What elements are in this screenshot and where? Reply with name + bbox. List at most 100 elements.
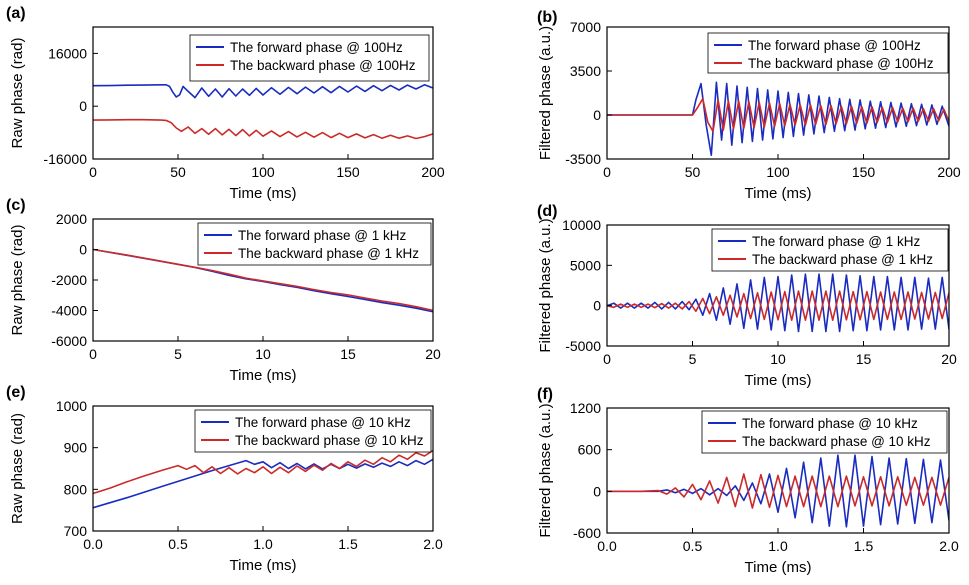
x-tick-label-d: 20	[941, 351, 957, 367]
legend-label-a-1: The backward phase @ 100Hz	[230, 58, 416, 73]
y-tick-label-f: 1200	[570, 400, 601, 416]
y-tick-label-c: -2000	[51, 272, 87, 288]
x-tick-label-b: 200	[937, 164, 961, 180]
x-tick-label-c: 0	[89, 346, 97, 362]
panel-letter-b: (b)	[537, 9, 557, 26]
y-tick-label-b: 3500	[570, 63, 601, 79]
series-line-d-forward	[607, 273, 949, 333]
x-axis-label-d: Time (ms)	[745, 372, 812, 389]
x-tick-label-a: 0	[89, 164, 97, 180]
panel-letter-d: (d)	[537, 203, 557, 220]
y-tick-label-b: 0	[593, 107, 601, 123]
x-tick-label-f: 0.5	[683, 538, 703, 554]
y-tick-label-f: -600	[573, 525, 601, 541]
y-axis-label-a: Raw phase (rad)	[9, 38, 26, 149]
legend-box-b	[707, 32, 949, 74]
x-tick-label-d: 10	[770, 351, 786, 367]
legend-label-d-0: The forward phase @ 1 kHz	[752, 234, 921, 249]
y-tick-label-a: 0	[79, 98, 87, 114]
x-axis-label-a: Time (ms)	[230, 185, 297, 202]
x-tick-label-e: 1.0	[253, 536, 273, 552]
legend-label-f-1: The backward phase @ 10 kHz	[742, 434, 931, 449]
x-axis-label-c: Time (ms)	[230, 367, 297, 384]
y-tick-label-c: -4000	[51, 303, 87, 319]
legend-label-a-0: The forward phase @ 100Hz	[230, 40, 403, 55]
series-line-b-forward	[607, 81, 949, 156]
y-tick-label-b: 7000	[570, 19, 601, 35]
x-tick-label-a: 150	[336, 164, 360, 180]
legend-label-b-1: The backward phase @ 100Hz	[748, 56, 934, 71]
x-tick-label-a: 50	[170, 164, 186, 180]
series-line-a-forward	[93, 84, 433, 99]
x-tick-label-f: 1.5	[854, 538, 874, 554]
x-tick-label-e: 2.0	[423, 536, 443, 552]
series-line-f-forward	[607, 454, 949, 528]
x-tick-label-d: 15	[856, 351, 872, 367]
y-tick-label-b: -3500	[565, 151, 601, 167]
x-tick-label-d: 0	[603, 351, 611, 367]
panel-letter-a: (a)	[6, 5, 26, 22]
legend-label-e-0: The forward phase @ 10 kHz	[235, 415, 411, 430]
series-group-b	[607, 81, 949, 156]
x-tick-label-f: 1.0	[768, 538, 788, 554]
y-tick-label-d: 5000	[570, 257, 601, 273]
legend-label-b-0: The forward phase @ 100Hz	[748, 38, 921, 53]
series-line-c-backward	[93, 248, 433, 312]
x-tick-label-c: 5	[174, 346, 182, 362]
x-tick-label-c: 15	[340, 346, 356, 362]
x-tick-label-a: 200	[421, 164, 445, 180]
y-tick-label-d: 0	[593, 298, 601, 314]
x-tick-label-b: 150	[852, 164, 876, 180]
y-tick-label-f: 600	[578, 442, 602, 458]
x-axis-label-f: Time (ms)	[745, 559, 812, 576]
x-tick-label-e: 0.0	[83, 536, 103, 552]
legend-box-e	[194, 409, 432, 453]
x-tick-label-f: 2.0	[939, 538, 959, 554]
y-tick-label-d: 10000	[562, 217, 601, 233]
y-tick-label-a: 16000	[48, 45, 87, 61]
legend-label-d-1: The backward phase @ 1 kHz	[752, 252, 933, 267]
series-line-e-forward	[93, 458, 433, 509]
series-line-d-backward	[607, 290, 949, 322]
x-tick-label-b: 0	[603, 164, 611, 180]
y-tick-label-f: 0	[593, 483, 601, 499]
y-tick-label-e: 900	[64, 440, 88, 456]
legend-box-c	[197, 222, 432, 266]
x-tick-label-e: 1.5	[338, 536, 358, 552]
panel-letter-f: (f)	[537, 386, 553, 403]
x-tick-label-c: 20	[425, 346, 441, 362]
legend-label-e-1: The backward phase @ 10 kHz	[235, 433, 424, 448]
series-group-e	[93, 449, 433, 509]
series-line-a-backward	[93, 118, 433, 140]
y-axis-label-d: Filtered phase (a.u.)	[537, 218, 554, 352]
series-line-e-backward	[93, 449, 433, 495]
legend-label-c-1: The backward phase @ 1 kHz	[238, 246, 419, 261]
legend-label-f-0: The forward phase @ 10 kHz	[742, 416, 918, 431]
y-tick-label-a: -16000	[43, 151, 87, 167]
y-axis-label-f: Filtered phase (a.u.)	[537, 403, 554, 537]
series-line-f-backward	[607, 473, 949, 509]
panel-letter-e: (e)	[6, 384, 26, 401]
y-tick-label-c: 0	[79, 242, 87, 258]
y-tick-label-e: 800	[64, 481, 88, 497]
series-line-b-backward	[607, 97, 949, 133]
series-group-c	[93, 248, 433, 313]
x-tick-label-b: 100	[766, 164, 790, 180]
x-tick-label-a: 100	[251, 164, 275, 180]
y-tick-label-e: 700	[64, 523, 88, 539]
y-tick-label-c: 2000	[56, 211, 87, 227]
legend-box-d	[711, 228, 949, 272]
x-tick-label-b: 50	[685, 164, 701, 180]
x-axis-label-e: Time (ms)	[230, 557, 297, 574]
x-tick-label-d: 5	[689, 351, 697, 367]
